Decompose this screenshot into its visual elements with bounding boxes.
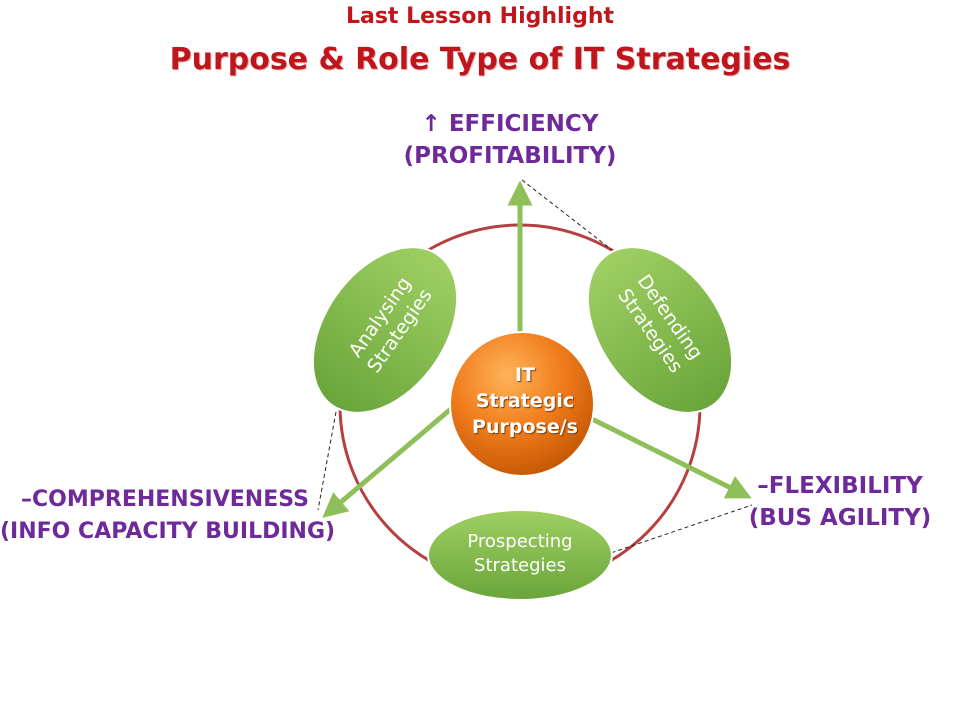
lesson-subtitle: Last Lesson Highlight (345, 4, 615, 29)
dashed-connector-efficiency (521, 179, 613, 251)
comprehensiveness-line2: (Info capacity building) (0, 519, 336, 544)
dashed-connector-flexibility (604, 504, 753, 556)
petal-prospecting (427, 509, 613, 601)
center-line3: Purpose/s (472, 416, 578, 438)
flexibility-line1: –Flexibility (757, 473, 923, 499)
center-node (449, 331, 595, 477)
outcome-efficiency: ↑ Efficiency (Profitability) (380, 108, 640, 172)
page-title: Purpose & Role Type of IT Strategies (169, 42, 791, 77)
efficiency-line2: (Profitability) (403, 143, 617, 169)
dashed-connector-comprehensiveness (317, 411, 337, 511)
comprehensiveness-line1: –Comprehensiveness (21, 487, 309, 512)
outcome-comprehensiveness: –Comprehensiveness (Info capacity buildi… (0, 484, 336, 548)
petal-analysing (311, 246, 459, 414)
prospecting-label: Prospecting Strategies (430, 530, 610, 578)
flexibility-line2: (Bus agility) (748, 505, 932, 531)
center-line1: IT (514, 364, 536, 386)
prospecting-line1: Prospecting (467, 531, 573, 552)
petal-defending (586, 246, 734, 414)
arrow-comprehensiveness (322, 406, 454, 518)
prospecting-line2: Strategies (474, 555, 566, 576)
center-label: IT Strategic Purpose/s (450, 362, 600, 440)
center-line2: Strategic (475, 390, 575, 412)
outcome-flexibility: –Flexibility (Bus agility) (740, 470, 940, 534)
arrow-flexibility (588, 415, 752, 499)
efficiency-line1: ↑ Efficiency (421, 111, 599, 137)
